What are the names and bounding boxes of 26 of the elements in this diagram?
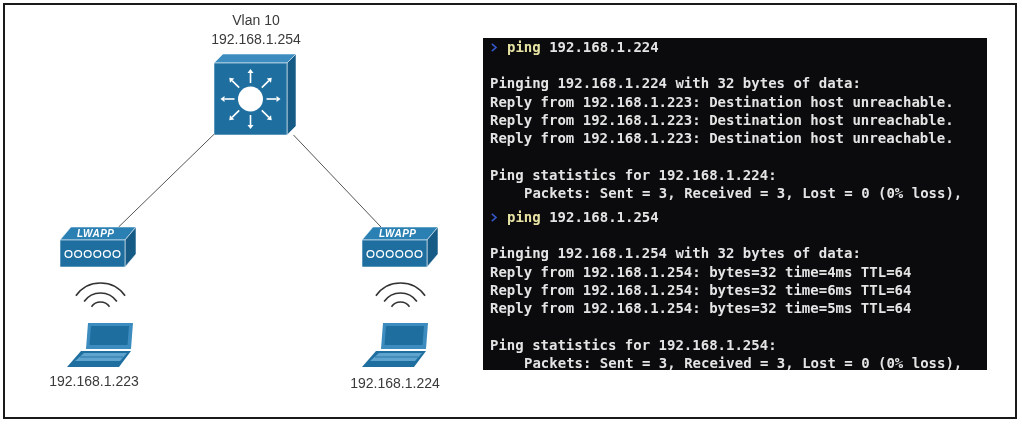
output-text: Packets: Sent = 3, Received = 3, Lost = 0 (0% loss), [524, 353, 963, 372]
output-text: Ping statistics for 192.168.1.254: [490, 335, 777, 354]
output-text: Pinging 192.168.1.254 with 32 bytes of data: [490, 244, 861, 262]
output-text: Reply from 192.168.1.223: Destination host unreachable. [490, 129, 954, 147]
ip-address-label: 192.168.1.223 [49, 372, 139, 391]
terminal-window [483, 38, 987, 370]
output-text: Pinging 192.168.1.224 with 32 bytes of data: [490, 74, 861, 92]
output-text: Reply from 192.168.1.254: bytes=32 time=4ms TTL=64 [490, 262, 912, 281]
output-text: Packets: Sent = 3, Received = 3, Lost = 0 (0% loss), [524, 183, 963, 202]
vlan-label: Vlan 10 [232, 11, 280, 30]
connection-line [293, 134, 382, 228]
output-text: Reply from 192.168.1.254: bytes=32 time=5ms TTL=64 [490, 299, 912, 317]
output-text: Reply from 192.168.1.223: Destination host unreachable. [490, 92, 954, 111]
ip-address-label: 192.168.1.254 [211, 30, 301, 49]
device-label: LWAPP [379, 228, 417, 240]
command-text: ping 192.168.1.224 [507, 38, 659, 56]
ip-address-label: 192.168.1.224 [350, 374, 440, 393]
laptop-icon [362, 323, 428, 368]
device-label: LWAPP [77, 228, 115, 240]
output-text: Reply from 192.168.1.254: bytes=32 time=6ms TTL=64 [490, 281, 912, 299]
layer3-switch-icon [214, 54, 296, 135]
laptop-icon [67, 323, 133, 368]
output-text: Ping statistics for 192.168.1.224: [490, 165, 777, 184]
command-text: ping 192.168.1.254 [507, 207, 659, 226]
output-text: Reply from 192.168.1.223: Destination host unreachable. [490, 111, 954, 129]
connection-line [118, 133, 215, 228]
